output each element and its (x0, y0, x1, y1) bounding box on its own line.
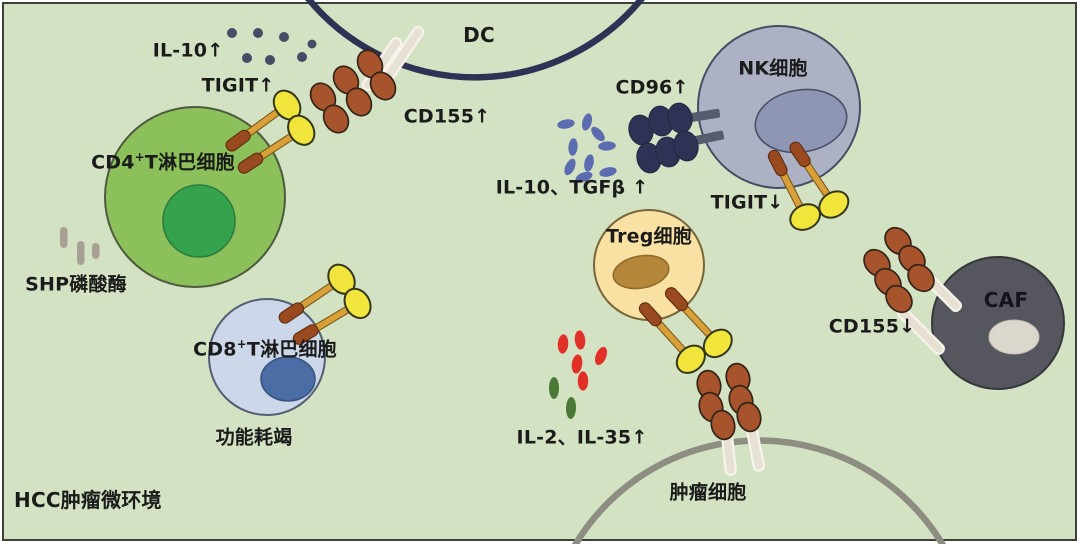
cd8-label-rest: T淋巴细胞 (246, 338, 337, 361)
nk-cell (697, 25, 861, 189)
cd8-t-cell (208, 298, 326, 416)
cd96-cluster (625, 100, 702, 176)
cd155-cluster-caf (857, 221, 941, 319)
tumor-cell-label: 肿瘤细胞 (669, 481, 747, 504)
cd96-up-label: CD96↑ (615, 76, 689, 99)
cd4-cell-label: CD4+T淋巴细胞 (91, 151, 235, 174)
cd8-label-text: CD8 (193, 338, 237, 361)
cd8-exhaustion-label: 功能耗竭 (215, 426, 293, 449)
il2-il35-label: IL-2、IL-35↑ (516, 426, 648, 449)
il10-up-label: IL-10↑ (152, 39, 224, 62)
caf-cell (931, 256, 1065, 390)
il2-il35-ovals (549, 329, 610, 420)
tigit-down-label: TIGIT↓ (710, 191, 784, 214)
dc-cell-membrane (305, 0, 645, 81)
cd4-label-text: CD4 (91, 151, 135, 174)
cd8-cell-label: CD8+T淋巴细胞 (193, 338, 337, 361)
shp-label: SHP磷酸酶 (25, 273, 127, 296)
shp-phosphatase-rods (60, 227, 100, 265)
dc-cell-label: DC (463, 23, 495, 47)
treg-cell-label: Treg细胞 (606, 225, 692, 248)
cd4-label-sup: + (134, 150, 145, 165)
cd155-down-label: CD155↓ (828, 315, 916, 338)
cd4-t-cell (104, 106, 286, 288)
il10-dots (227, 28, 317, 65)
nk-cell-label: NK细胞 (738, 57, 808, 80)
il10-tgfb-ovals (556, 112, 618, 185)
environment-label: HCC肿瘤微环境 (14, 488, 162, 512)
tigit-up-label: TIGIT↑ (201, 74, 275, 97)
cd4-label-rest: T淋巴细胞 (144, 151, 235, 174)
caf-cell-label: CAF (983, 288, 1029, 312)
cd155-cluster-tumor (693, 360, 765, 443)
cd155-up-label: CD155↑ (403, 105, 491, 128)
cd8-label-sup: + (236, 337, 247, 352)
il10-tgfb-label: IL-10、TGFβ ↑ (495, 176, 649, 199)
